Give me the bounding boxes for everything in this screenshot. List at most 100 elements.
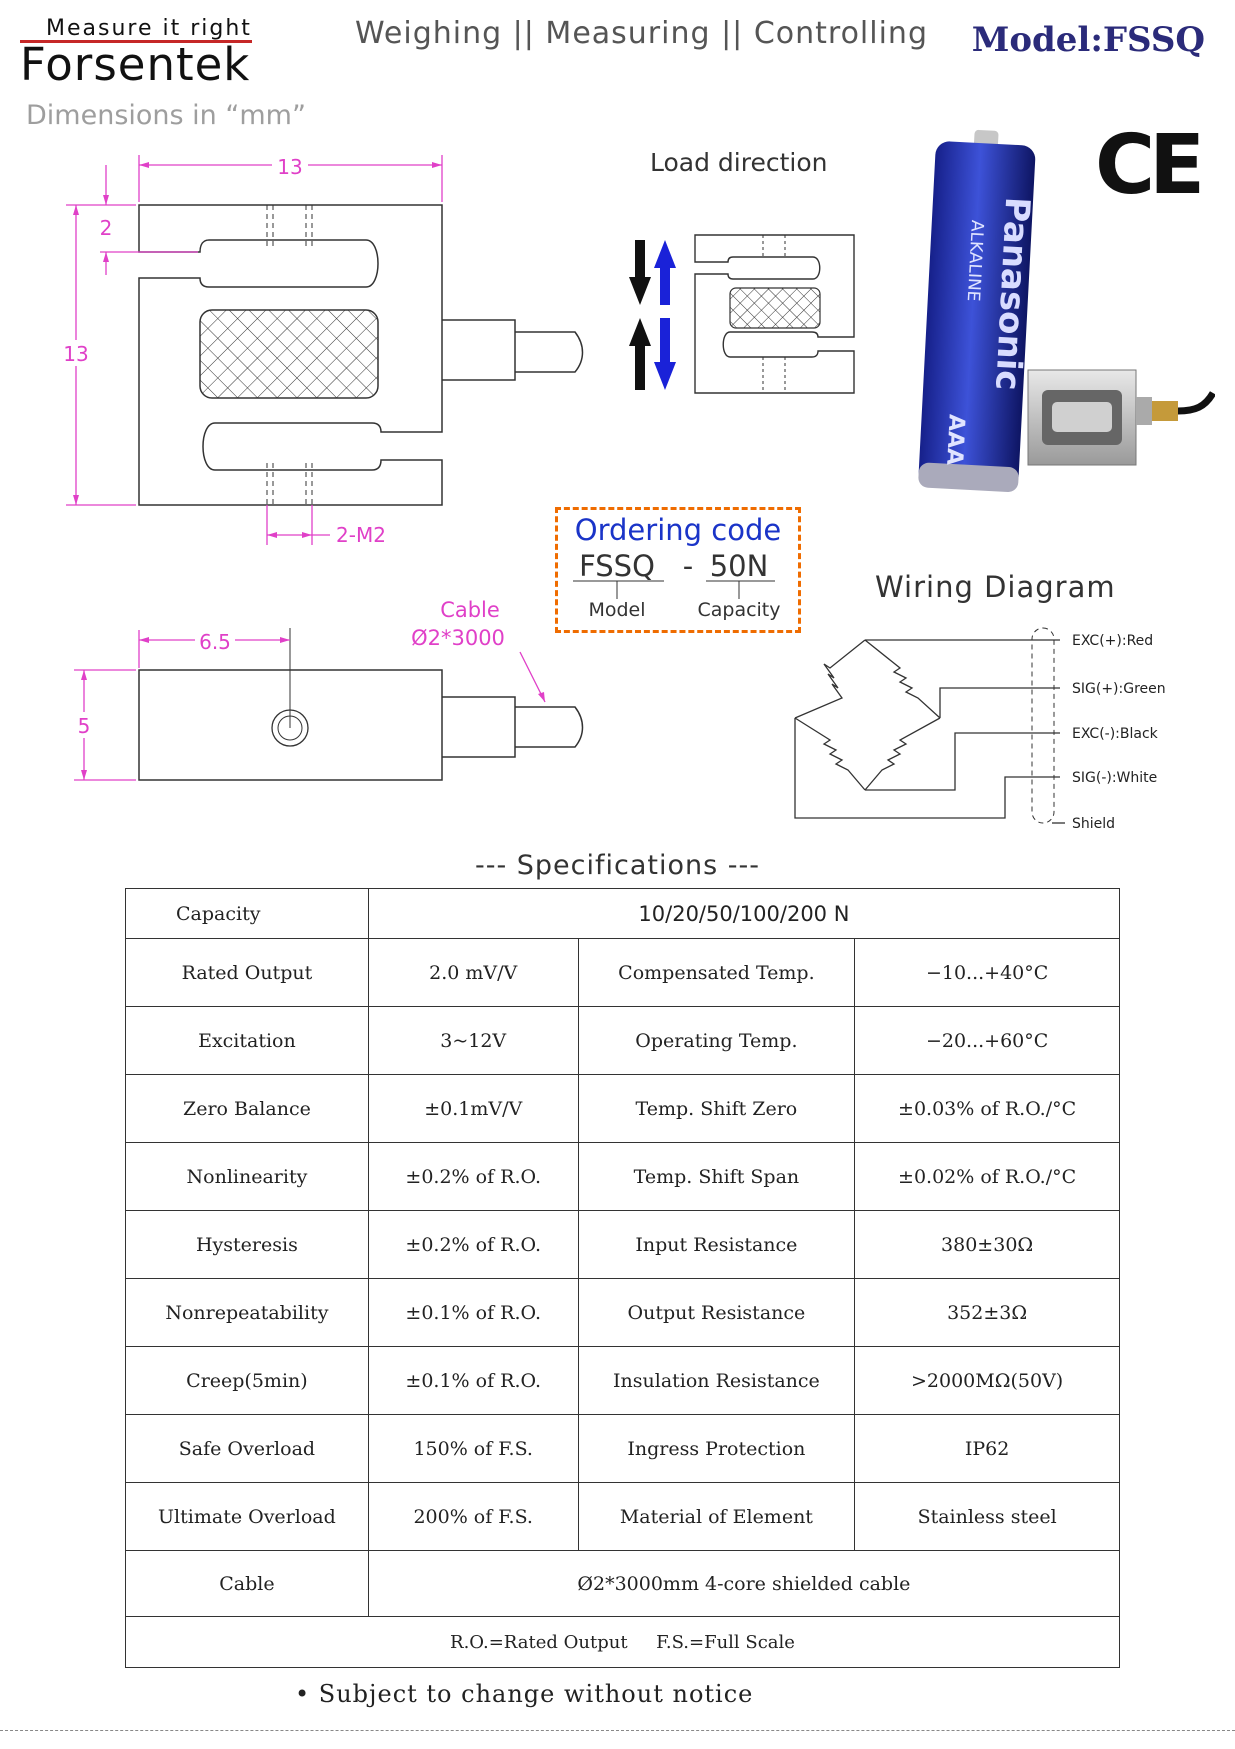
table-row: Excitation 3~12V Operating Temp. −20...+…: [125, 1006, 1120, 1075]
table-footnote: R.O.=Rated Output F.S.=Full Scale: [125, 1616, 1120, 1668]
spec-label: Output Resistance: [577, 1278, 856, 1347]
table-row: Rated Output 2.0 mV/V Compensated Temp. …: [125, 938, 1120, 1007]
spec-label: Cable: [125, 1550, 369, 1617]
spec-value: 380±30Ω: [854, 1210, 1120, 1279]
wiring-diagram: EXC(+):Red SIG(+):Green EXC(-):Black SIG…: [794, 627, 1166, 832]
spec-value: 352±3Ω: [854, 1278, 1120, 1347]
spec-label: Temp. Shift Span: [577, 1142, 856, 1211]
spec-value: 3~12V: [367, 1006, 579, 1075]
bottom-divider: [0, 1730, 1235, 1731]
header-tagline: Weighing || Measuring || Controlling: [355, 16, 928, 51]
spec-value: Stainless steel: [854, 1482, 1120, 1551]
table-row: Nonlinearity ±0.2% of R.O. Temp. Shift S…: [125, 1142, 1120, 1211]
change-notice: • Subject to change without notice: [295, 1680, 754, 1708]
load-direction-drawing: [629, 234, 855, 394]
ordering-capacity-code: 50N: [710, 549, 769, 583]
spec-value: ±0.02% of R.O./°C: [854, 1142, 1120, 1211]
thread-dimension: 2-M2: [336, 523, 386, 547]
table-row: Zero Balance ±0.1mV/V Temp. Shift Zero ±…: [125, 1074, 1120, 1143]
table-row: Ultimate Overload 200% of F.S. Material …: [125, 1482, 1120, 1551]
load-cell-image: [1027, 369, 1215, 466]
model-title: Model:FSSQ: [971, 20, 1205, 60]
ordering-code: Ordering code FSSQ - 50N Model Capacity: [573, 513, 781, 621]
side-view-drawing: 6.5 5 Cable Ø2*3000: [70, 598, 584, 781]
spec-value: −20...+60°C: [854, 1006, 1120, 1075]
spec-label: Creep(5min): [125, 1346, 369, 1415]
spec-label: Material of Element: [577, 1482, 856, 1551]
spec-value: >2000MΩ(50V): [854, 1346, 1120, 1415]
spec-value: ±0.2% of R.O.: [367, 1142, 579, 1211]
cable-spec: Ø2*3000: [411, 626, 505, 650]
specifications-table: Capacity 10/20/50/100/200 N Rated Output…: [125, 888, 1121, 1668]
ce-mark-icon: CE: [1095, 118, 1205, 213]
logo-tagline: Measure it right: [46, 16, 252, 41]
spec-label: Nonrepeatability: [125, 1278, 369, 1347]
top-view-drawing: 13 13 2 2-M2: [58, 152, 584, 547]
spec-label: Temp. Shift Zero: [577, 1074, 856, 1143]
spec-value: 150% of F.S.: [367, 1414, 579, 1483]
ordering-separator: -: [683, 549, 693, 583]
spec-value: 2.0 mV/V: [367, 938, 579, 1007]
cable-label: Cable: [440, 598, 500, 622]
spec-label: Ingress Protection: [577, 1414, 856, 1483]
down-arrow-icon: [654, 318, 676, 390]
ordering-capacity-caption: Capacity: [697, 599, 780, 621]
ordering-model-code: FSSQ: [579, 549, 655, 583]
table-row: R.O.=Rated Output F.S.=Full Scale: [125, 1616, 1120, 1668]
wire-exc-pos: EXC(+):Red: [1072, 633, 1153, 649]
depth-dimension: 6.5: [199, 630, 231, 654]
cable-shield: [1031, 627, 1055, 824]
spec-label: Nonlinearity: [125, 1142, 369, 1211]
wire-sig-neg: SIG(-):White: [1072, 770, 1157, 786]
table-row: Cable Ø2*3000mm 4-core shielded cable: [125, 1550, 1121, 1617]
load-cell-outline: [138, 204, 443, 506]
spec-label: Capacity: [125, 888, 369, 939]
spec-label: Rated Output: [125, 938, 369, 1007]
table-row: Safe Overload 150% of F.S. Ingress Prote…: [125, 1414, 1120, 1483]
spec-value: ±0.1mV/V: [367, 1074, 579, 1143]
table-row: Creep(5min) ±0.1% of R.O. Insulation Res…: [125, 1346, 1120, 1415]
battery-size: AAA: [941, 414, 969, 466]
spec-value: ±0.2% of R.O.: [367, 1210, 579, 1279]
strain-gauge-area: [199, 309, 379, 399]
spec-label: Zero Balance: [125, 1074, 369, 1143]
table-row: Nonrepeatability ±0.1% of R.O. Output Re…: [125, 1278, 1120, 1347]
product-photo: Panasonic ALKALINE AAA: [918, 129, 1215, 492]
thickness-dimension: 5: [78, 714, 91, 738]
wire-shield: Shield: [1072, 816, 1115, 832]
down-arrow-icon: [629, 240, 651, 305]
spec-label: Input Resistance: [577, 1210, 856, 1279]
wiring-title: Wiring Diagram: [875, 570, 1116, 604]
wire-exc-neg: EXC(-):Black: [1072, 726, 1159, 742]
specifications-title: --- Specifications ---: [474, 850, 761, 881]
table-row: Hysteresis ±0.2% of R.O. Input Resistanc…: [125, 1210, 1120, 1279]
wire-sig-pos: SIG(+):Green: [1072, 681, 1166, 697]
spec-value: ±0.03% of R.O./°C: [854, 1074, 1120, 1143]
logo: Forsentek: [20, 38, 251, 91]
battery-image: Panasonic ALKALINE AAA: [918, 129, 1037, 492]
spec-label: Insulation Resistance: [577, 1346, 856, 1415]
dimensions-note: Dimensions in “mm”: [26, 100, 306, 131]
spec-value: −10...+40°C: [854, 938, 1120, 1007]
spec-label: Hysteresis: [125, 1210, 369, 1279]
spec-label: Ultimate Overload: [125, 1482, 369, 1551]
height-dimension: 13: [63, 342, 88, 366]
up-arrow-icon: [629, 318, 651, 390]
load-direction-title: Load direction: [650, 148, 828, 177]
spec-value: Ø2*3000mm 4-core shielded cable: [367, 1550, 1121, 1617]
spec-label: Safe Overload: [125, 1414, 369, 1483]
spec-value: ±0.1% of R.O.: [367, 1278, 579, 1347]
spec-value: ±0.1% of R.O.: [367, 1346, 579, 1415]
table-row: Capacity 10/20/50/100/200 N: [125, 888, 1121, 939]
ordering-title: Ordering code: [575, 513, 781, 547]
spec-value: 200% of F.S.: [367, 1482, 579, 1551]
spec-label: Excitation: [125, 1006, 369, 1075]
spec-value: IP62: [854, 1414, 1120, 1483]
spec-value: 10/20/50/100/200 N: [367, 888, 1121, 939]
ordering-code-box: [555, 507, 801, 633]
battery-type: ALKALINE: [963, 219, 987, 301]
spec-label: Operating Temp.: [577, 1006, 856, 1075]
logo-divider: [20, 40, 252, 43]
ordering-model-caption: Model: [588, 599, 645, 621]
slot-dimension: 2: [100, 216, 113, 240]
